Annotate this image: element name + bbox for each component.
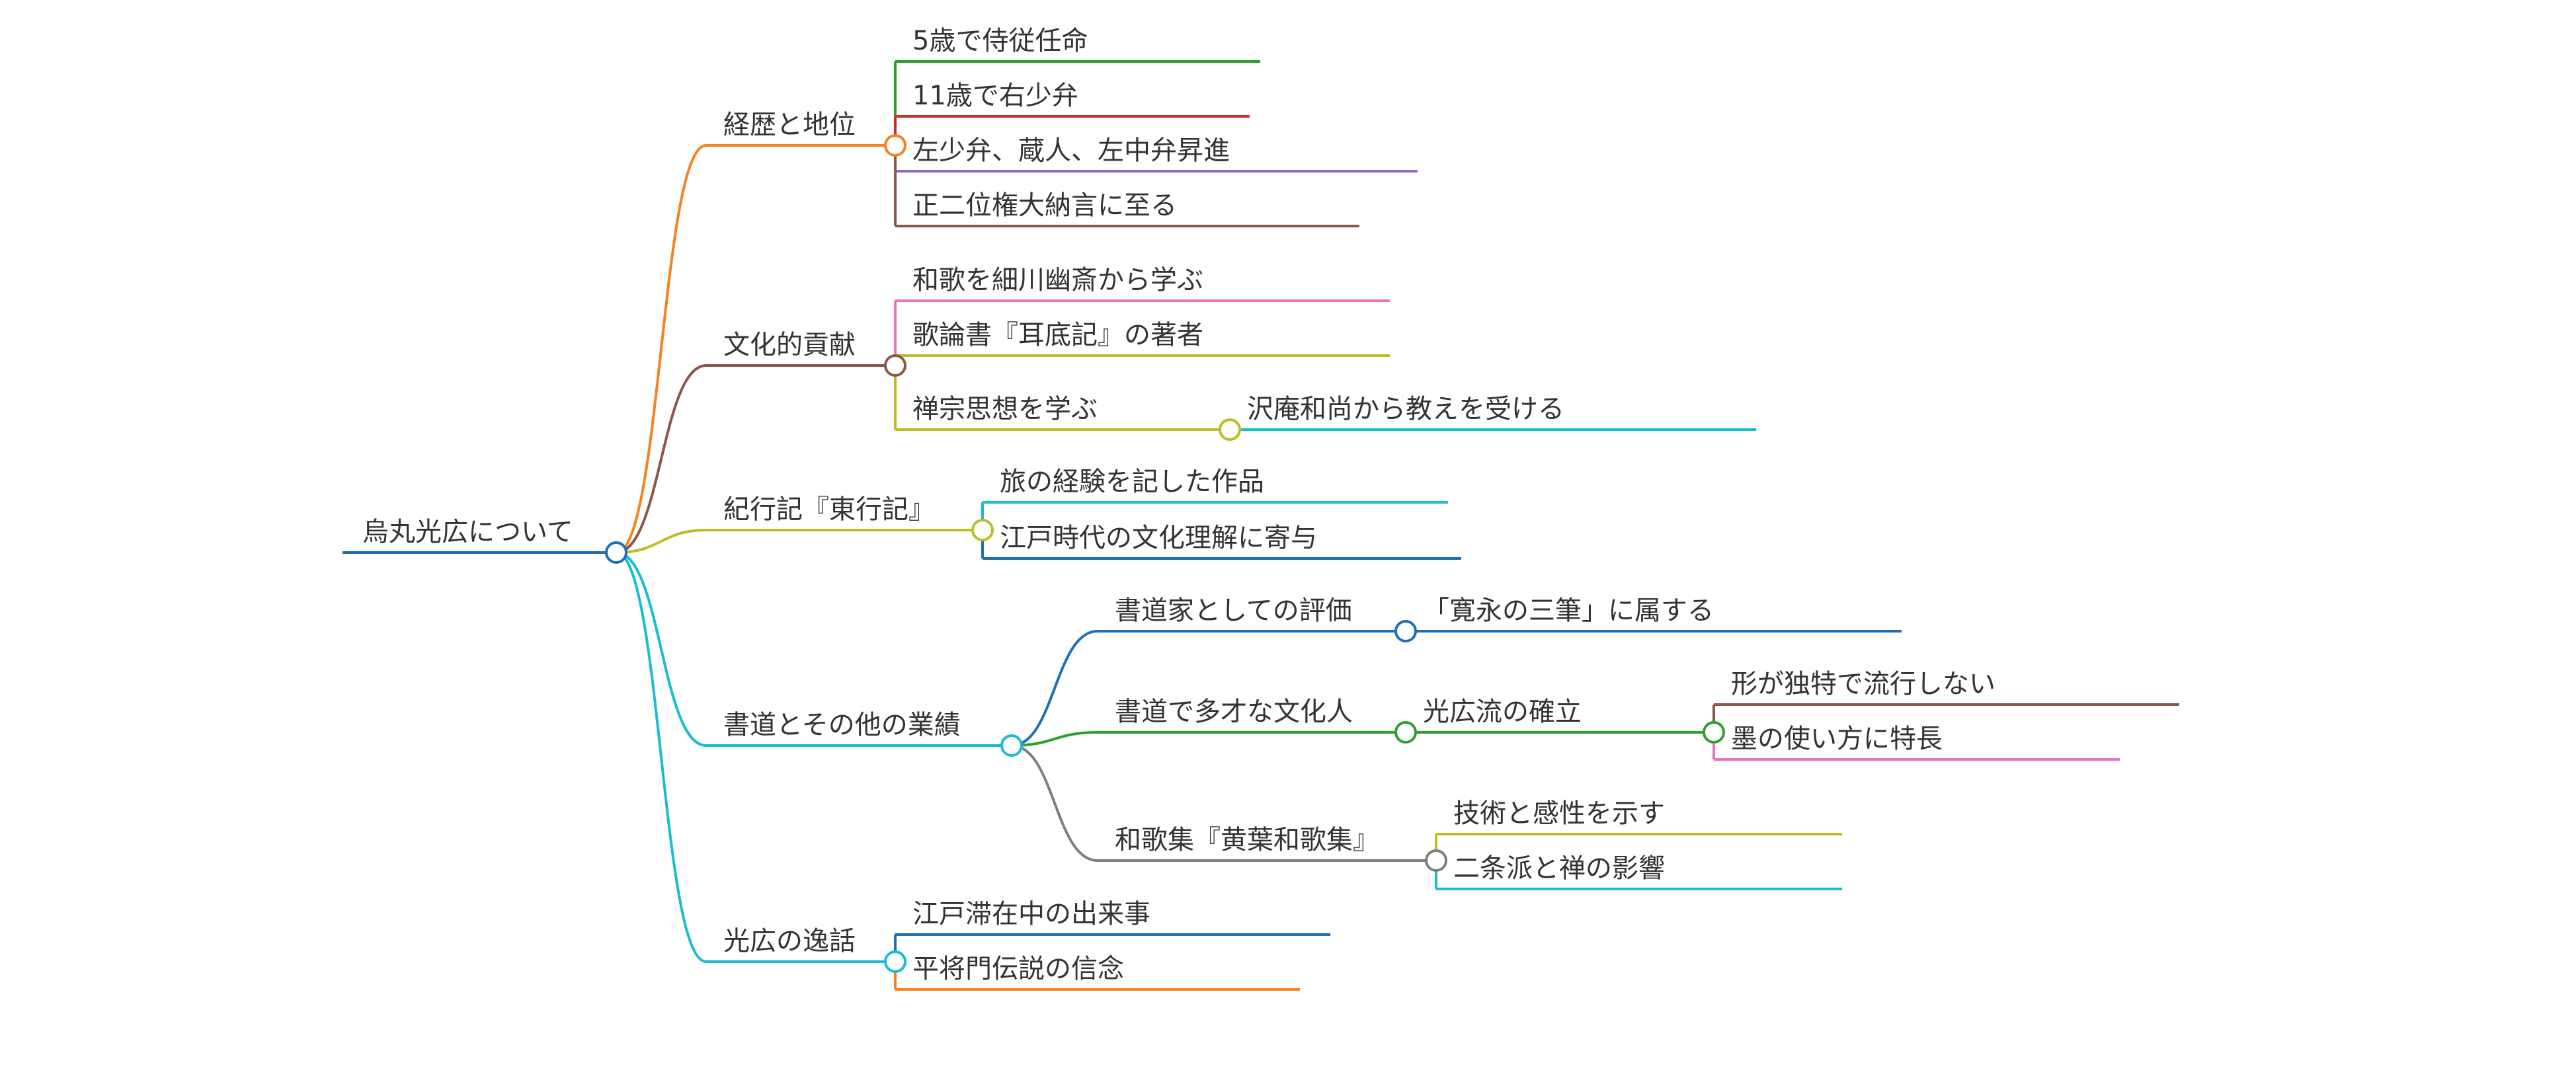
node-r-1-collapse-toggle[interactable] — [884, 354, 906, 377]
node-r-2-1-label: 江戸時代の文化理解に寄与 — [1000, 523, 1317, 553]
node-r-4-label: 光広の逸話 — [723, 926, 856, 956]
node-r-3-label: 書道とその他の業績 — [723, 710, 961, 740]
node-r-0-connector — [616, 144, 707, 554]
node-r-0-1-label: 11歳で右少弁 — [912, 81, 1078, 111]
mindmap-nodes — [605, 134, 1725, 973]
node-r-3-1-0-collapse-toggle[interactable] — [1703, 721, 1725, 744]
node-r-3-connector — [616, 551, 707, 747]
node-r-3-0-0-label: 「寛永の三筆」に属する — [1423, 596, 1714, 626]
node-r-0-label: 経歴と地位 — [723, 110, 856, 140]
node-r-1-2-collapse-toggle[interactable] — [1219, 418, 1241, 441]
node-r-0-0-label: 5歳で侍従任命 — [912, 26, 1088, 56]
node-r-3-2-label: 和歌集『黄葉和歌集』 — [1115, 825, 1379, 855]
node-r-3-2-connector — [1011, 744, 1098, 862]
node-r-3-2-collapse-toggle[interactable] — [1425, 849, 1447, 872]
node-r-3-1-collapse-toggle[interactable] — [1394, 721, 1417, 744]
node-r-4-connector — [616, 551, 707, 963]
node-r-1-0-label: 和歌を細川幽斎から学ぶ — [912, 265, 1203, 295]
node-r-4-collapse-toggle[interactable] — [884, 950, 906, 973]
node-r-3-1-0-label: 光広流の確立 — [1423, 697, 1582, 727]
node-r-0-2-label: 左少弁、蔵人、左中弁昇進 — [912, 135, 1230, 166]
node-r-3-0-connector — [1011, 630, 1098, 747]
node-r-3-collapse-toggle[interactable] — [1000, 734, 1023, 757]
node-r-1-connector — [616, 364, 707, 554]
node-r-1-1-label: 歌論書『耳底記』の著者 — [912, 320, 1203, 350]
node-r-0-3-label: 正二位権大納言に至る — [912, 190, 1177, 221]
node-r-2-connector — [616, 529, 707, 554]
node-r-1-2-label: 禅宗思想を学ぶ — [912, 394, 1098, 424]
node-r-3-1-0-1-label: 墨の使い方に特長 — [1731, 724, 1943, 754]
node-r-1-label: 文化的貢献 — [723, 330, 856, 360]
node-r-3-1-label: 書道で多才な文化人 — [1115, 697, 1353, 727]
node-r-3-1-connector — [1011, 731, 1098, 747]
mindmap-underlines — [342, 60, 2179, 991]
node-r-2-0-label: 旅の経験を記した作品 — [1000, 467, 1264, 497]
node-r-2-label: 紀行記『東行記』 — [723, 494, 935, 525]
mindmap-labels: 烏丸光広について 経歴と地位 5歳で侍従任命 11歳で右少弁左少弁、蔵人、左中弁昇進正… — [362, 26, 1995, 984]
node-r-1-2-0-label: 沢庵和尚から教えを受ける — [1247, 394, 1564, 424]
node-r-3-2-0-label: 技術と感性を示す — [1453, 798, 1665, 829]
node-r-4-0-label: 江戸滞在中の出来事 — [912, 899, 1150, 929]
node-r-3-2-1-label: 二条派と禅の影響 — [1453, 853, 1665, 884]
node-r-3-0-collapse-toggle[interactable] — [1394, 620, 1417, 642]
node-r-label: 烏丸光広について — [362, 517, 573, 547]
node-r-2-collapse-toggle[interactable] — [971, 519, 994, 541]
node-r-3-1-0-0-label: 形が独特で流行しない — [1731, 669, 1995, 699]
node-r-3-0-label: 書道家としての評価 — [1115, 596, 1352, 626]
node-r-0-collapse-toggle[interactable] — [884, 134, 906, 157]
node-r-collapse-toggle[interactable] — [605, 541, 627, 564]
node-r-4-1-label: 平将門伝説の信念 — [912, 954, 1124, 984]
